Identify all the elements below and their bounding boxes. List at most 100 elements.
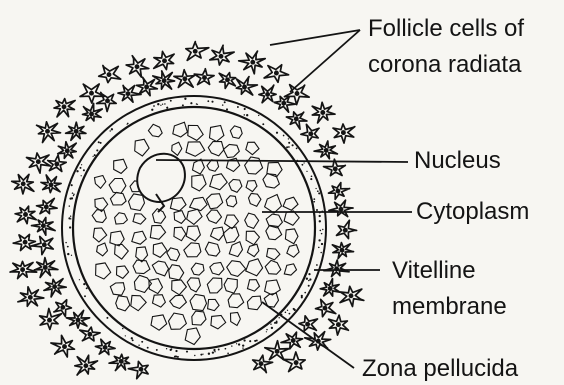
follicle-cell-nucleus <box>49 183 52 186</box>
cytoplasm-cell <box>153 243 167 258</box>
zona-stipple-dot <box>316 209 318 211</box>
cytoplasm-cell <box>211 227 225 240</box>
follicle-cell-nucleus <box>75 130 78 133</box>
follicle-cell-nucleus <box>340 249 343 252</box>
cytoplasm-cell <box>174 211 186 224</box>
zona-stipple-dot <box>225 348 227 350</box>
label-follicle-cells-line2: corona radiata <box>368 50 521 80</box>
zona-stipple-dot <box>211 101 213 103</box>
zona-stipple-dot <box>301 164 303 166</box>
zona-stipple-dot <box>218 349 220 351</box>
follicle-cell-nucleus <box>321 111 324 114</box>
zona-stipple-dot <box>186 351 188 353</box>
cytoplasm-cell <box>210 263 224 275</box>
zona-stipple-dot <box>147 347 149 349</box>
cytoplasm-cell <box>267 249 280 260</box>
cytoplasm-cell <box>186 142 205 157</box>
zona-stipple-dot <box>306 278 308 280</box>
cytoplasm-cell <box>284 211 299 225</box>
follicle-cell-nucleus <box>62 105 65 108</box>
cytoplasm-cell <box>229 179 242 192</box>
cytoplasm-cell <box>246 142 259 155</box>
zona-stipple-dot <box>131 337 133 339</box>
cytoplasm-cell <box>287 245 299 258</box>
cytoplasm-cell <box>207 278 222 293</box>
zona-stipple-dot <box>167 107 168 108</box>
zona-stipple-dot <box>256 340 258 342</box>
label-cytoplasm: Cytoplasm <box>416 197 529 227</box>
zona-stipple-dot <box>317 190 319 192</box>
zona-stipple-dot <box>207 100 209 102</box>
zona-stipple-dot <box>266 329 267 330</box>
zona-stipple-dot <box>77 170 79 172</box>
zona-stipple-dot <box>242 344 244 346</box>
zona-stipple-dot <box>236 343 237 344</box>
follicle-cell-nucleus <box>339 208 342 211</box>
zona-stipple-dot <box>184 98 186 100</box>
zona-stipple-dot <box>319 215 321 217</box>
cytoplasm-cell <box>190 294 207 310</box>
cytoplasm-cell <box>247 244 259 256</box>
zona-stipple-dot <box>177 356 179 358</box>
cytoplasm-cell <box>249 193 261 206</box>
zona-stipple-dot <box>308 280 309 281</box>
follicle-cell-nucleus <box>203 76 206 79</box>
zona-stipple-dot <box>276 132 278 134</box>
cytoplasm-cell <box>192 311 206 325</box>
cytoplasm-cell <box>224 278 237 293</box>
zona-stipple-dot <box>303 162 304 163</box>
cytoplasm-cell <box>96 263 111 279</box>
follicle-cell-nucleus <box>295 361 298 364</box>
follicle-cell-nucleus <box>104 346 107 349</box>
cytoplasm-cell <box>208 299 220 310</box>
zona-stipple-dot <box>224 101 226 103</box>
zona-stipple-dot <box>72 192 74 194</box>
zona-stipple-dot <box>71 255 72 256</box>
zona-stipple-dot <box>70 215 71 216</box>
follicle-cell-nucleus <box>120 360 123 363</box>
zona-stipple-dot <box>318 239 320 241</box>
cytoplasm-cell <box>170 295 187 308</box>
follicle-cell-nucleus <box>126 92 129 95</box>
follicle-cell-nucleus <box>55 162 58 165</box>
follicle-cell-nucleus <box>24 241 27 244</box>
follicle-cell-nucleus <box>88 333 91 336</box>
cytoplasm-cell <box>174 227 186 241</box>
cytoplasm-cell <box>173 122 188 137</box>
follicle-cell-nucleus <box>276 350 279 353</box>
cytoplasm-cell <box>148 124 162 137</box>
zona-stipple-dot <box>318 192 320 194</box>
zona-stipple-dot <box>162 104 163 105</box>
cytoplasm-cell <box>245 213 259 228</box>
zona-stipple-dot <box>202 353 203 354</box>
follicle-cell-nucleus <box>43 243 46 246</box>
zona-stipple-dot <box>289 313 291 315</box>
zona-stipple-dot <box>170 349 172 351</box>
follicle-cell-nucleus <box>306 323 309 326</box>
zona-stipple-dot <box>308 273 310 275</box>
cytoplasm-reticulum <box>92 122 299 344</box>
zona-stipple-dot <box>92 156 93 157</box>
zona-stipple-dot <box>125 335 126 336</box>
zona-stipple-dot <box>315 188 316 189</box>
zona-stipple-dot <box>294 309 296 311</box>
zona-stipple-dot <box>292 144 294 146</box>
zona-stipple-dot <box>94 154 96 156</box>
zona-stipple-dot <box>100 142 102 144</box>
leader-zona <box>262 302 354 368</box>
cytoplasm-cell <box>190 197 208 210</box>
follicle-cell-nucleus <box>37 160 40 163</box>
cytoplasm-cell <box>187 278 200 292</box>
zona-stipple-dot <box>311 175 313 177</box>
follicle-cell <box>236 77 257 95</box>
follicle-cell-nucleus <box>61 306 64 309</box>
zona-stipple-dot <box>308 285 310 287</box>
label-vitelline-line2: membrane <box>392 292 507 322</box>
follicle-cell-nucleus <box>329 287 332 290</box>
cytoplasm-cell <box>131 296 146 311</box>
cytoplasm-cell <box>230 126 242 138</box>
cytoplasm-cell <box>226 196 237 207</box>
zona-stipple-dot <box>316 264 318 266</box>
zona-stipple-dot <box>286 146 288 148</box>
follicle-cell <box>128 361 148 378</box>
